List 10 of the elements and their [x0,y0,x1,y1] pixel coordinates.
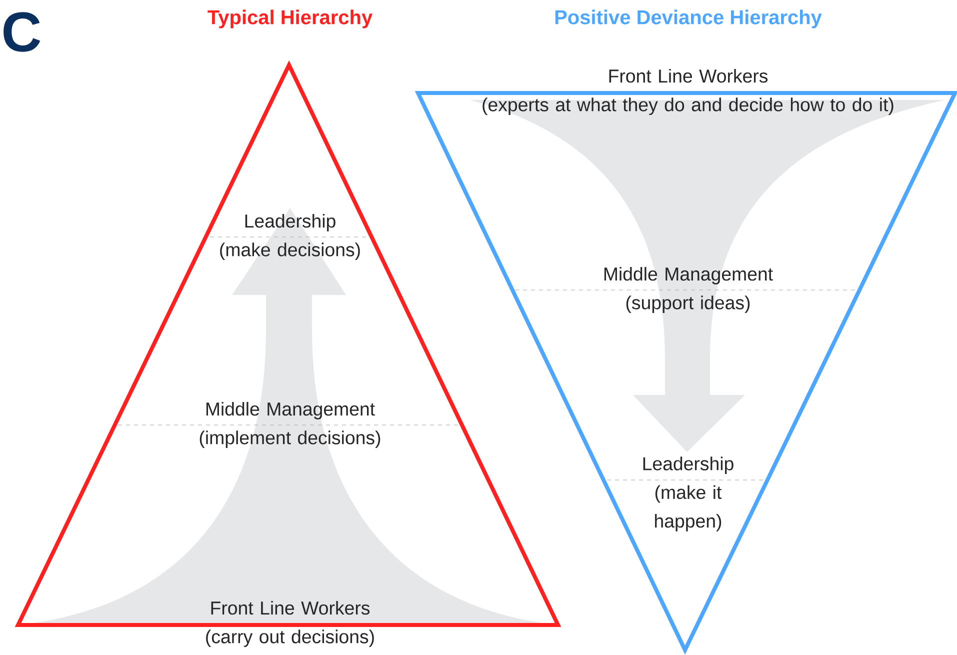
panel-letter: C [4,12,40,52]
level-label: Middle Management (support ideas) [604,266,773,314]
level-label: Front Line Workers (experts at what they do and decide how to do it) [482,68,894,116]
title: Typical Hierarchy [208,10,372,28]
level-label: Middle Management (implement decisions) [200,402,380,448]
level-label: Front Line Workers (carry out decisions) [206,600,374,648]
title: Positive Deviance Hierarchy [555,10,822,28]
level-label: Leadership (make decisions) [220,214,360,260]
level-label: Leadership (make it happen) [643,456,734,532]
flow-arrow [470,100,945,452]
